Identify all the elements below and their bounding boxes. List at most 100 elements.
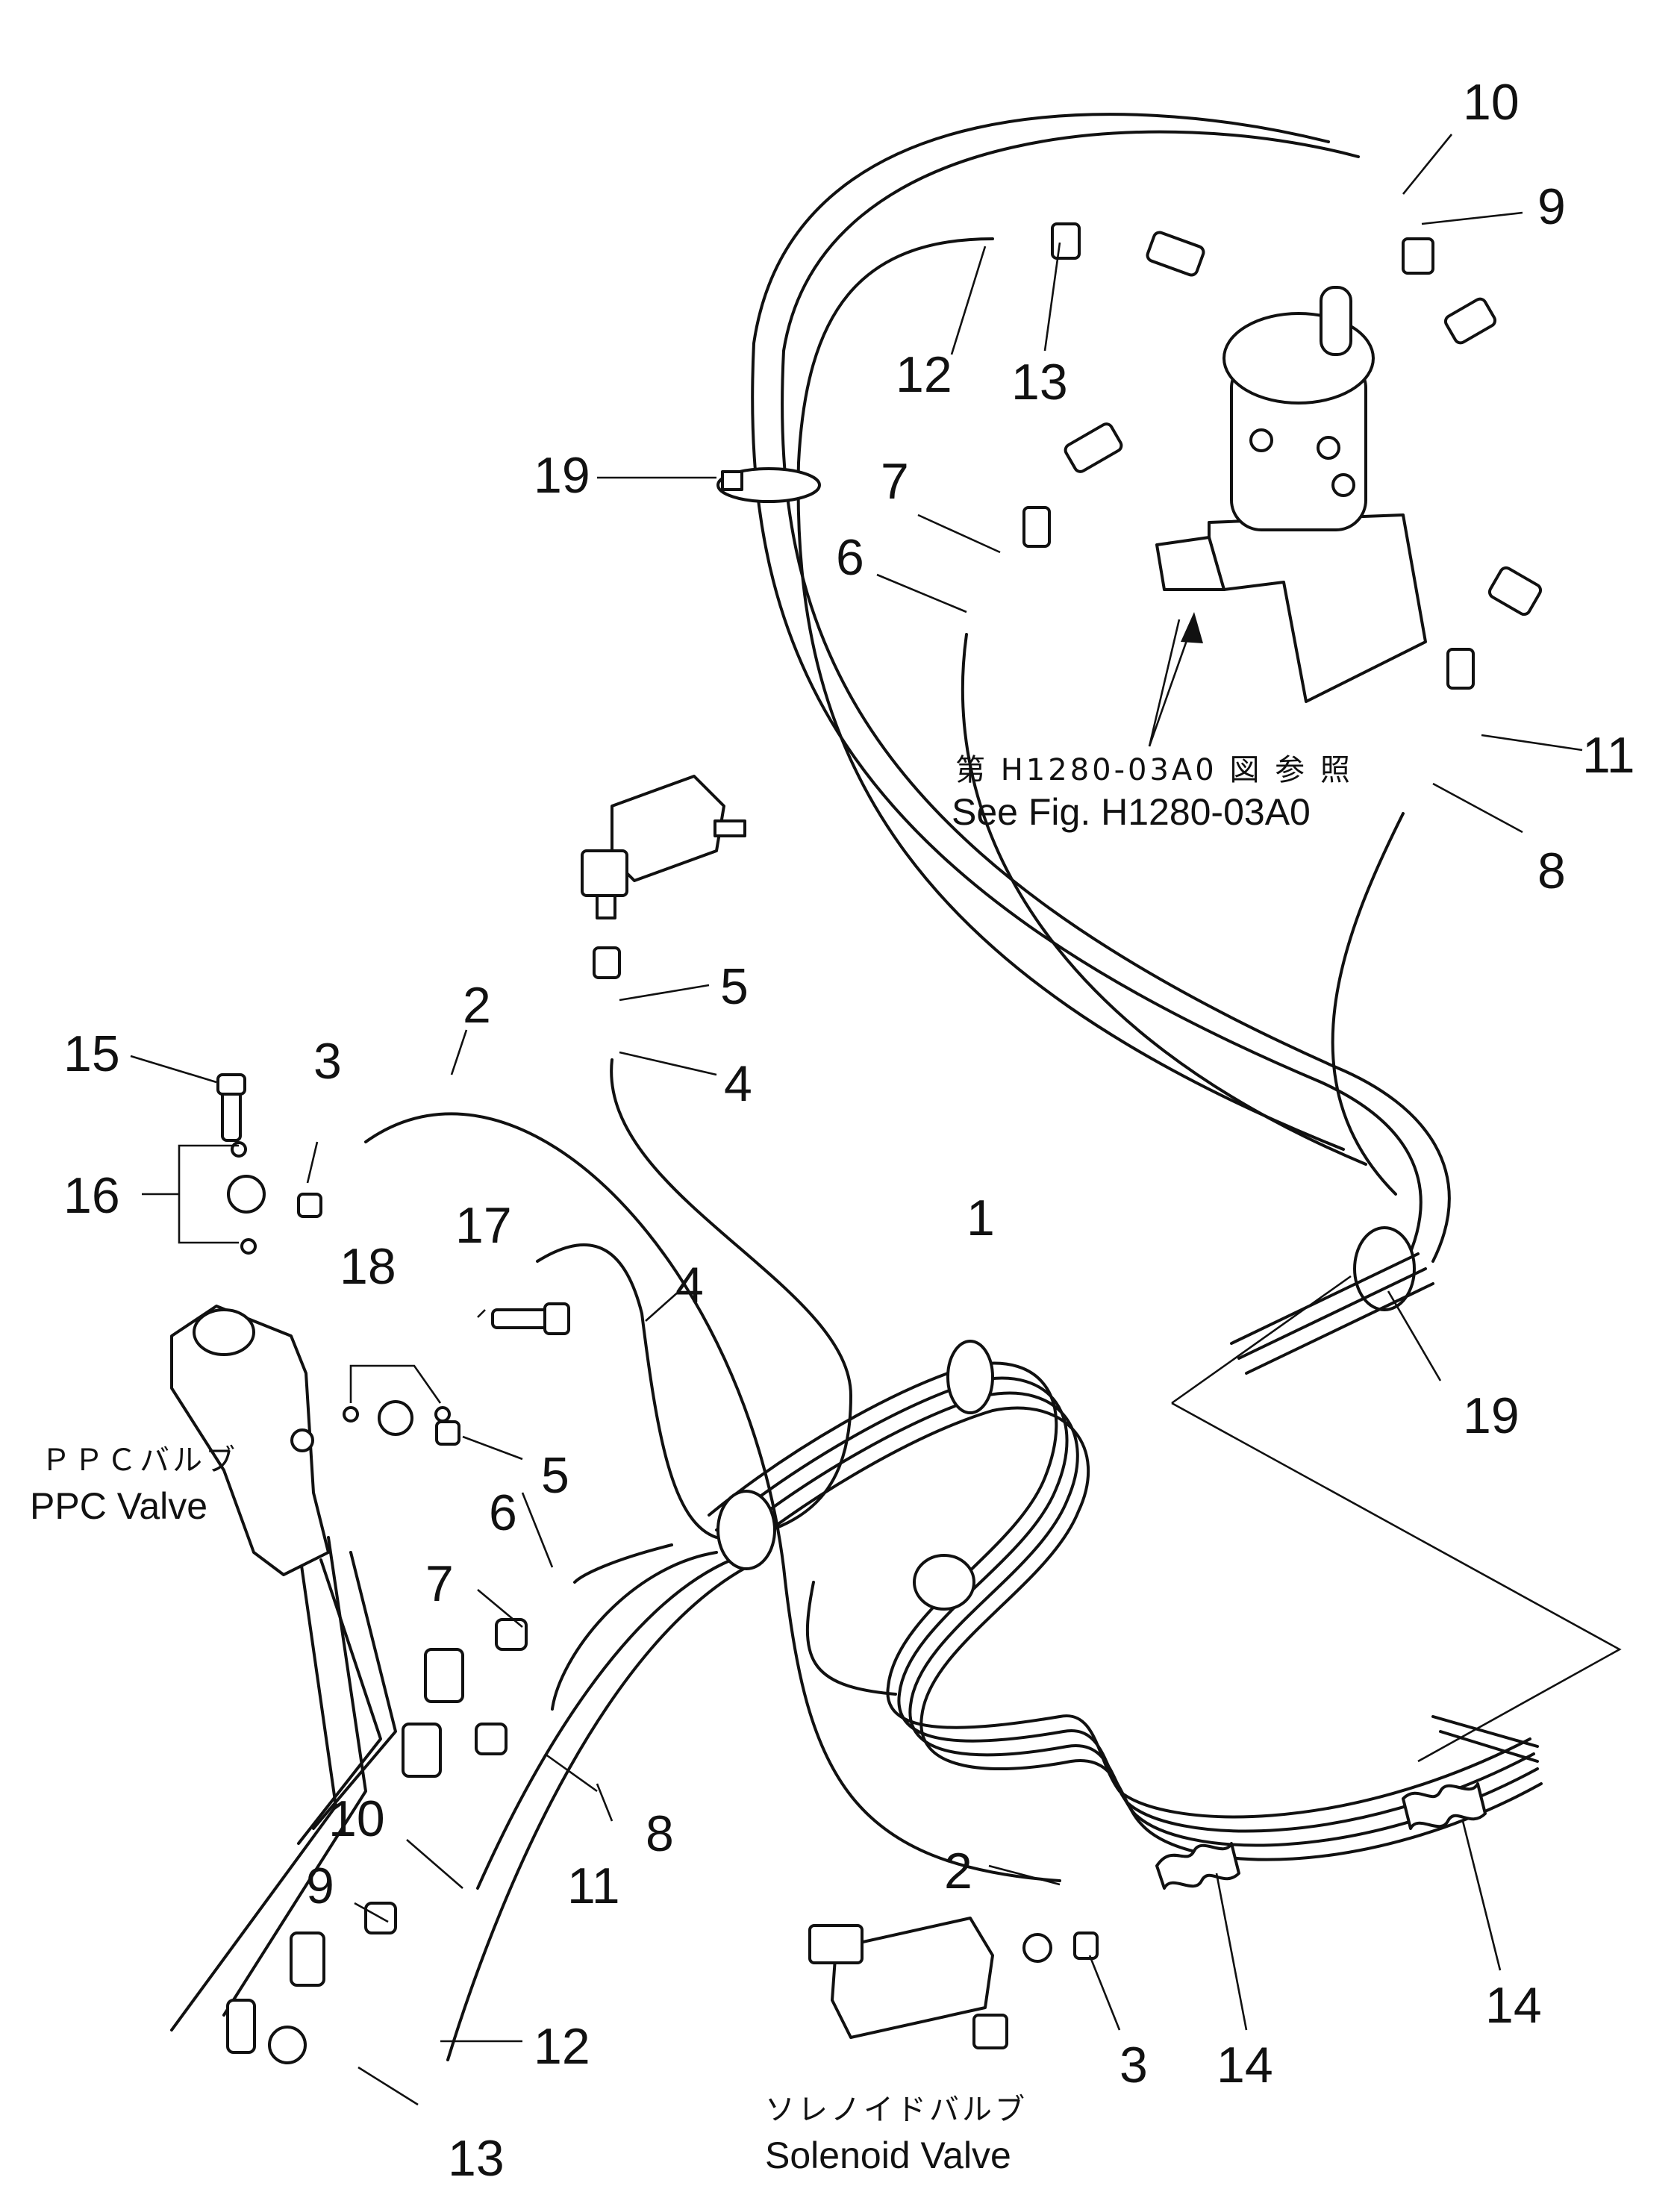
hose-12-route [796, 237, 1345, 1151]
leader-lines [130, 134, 1622, 2106]
oring-18-b [434, 1406, 451, 1423]
clip-14-center [1155, 1842, 1240, 1890]
caption-ppc-en: PPC Valve [30, 1485, 207, 1527]
fitting-5-lower [435, 1420, 460, 1446]
hose-fittings [227, 222, 1475, 2064]
fitting-9-top [1402, 237, 1434, 275]
bottom-solenoid-nut [1022, 1933, 1052, 1963]
elbow-left-d [226, 1999, 256, 2054]
elbow-top-d [1487, 566, 1543, 616]
top-solenoid-stem [596, 894, 616, 919]
elbow-left-c [290, 1932, 325, 1987]
label-part-14-right: 14 [1485, 1977, 1542, 2034]
valve-port-b [1317, 436, 1340, 460]
pilot-control-valve [1155, 286, 1427, 703]
clamp-band-right [1431, 1715, 1539, 1763]
label-part-6-mid: 6 [489, 1484, 517, 1541]
label-part-7-top: 7 [881, 453, 909, 510]
clamps [716, 467, 1539, 1763]
hose-4-route [610, 1058, 852, 1539]
oring-16-bottom [240, 1238, 257, 1255]
elbow-left-a [424, 1648, 464, 1703]
hose-11-route [551, 1551, 718, 1711]
label-part-19-top: 19 [534, 447, 590, 504]
ppc-hose-left-c [312, 1551, 397, 1830]
label-part-9-top: 9 [1537, 178, 1566, 235]
part-number-labels: 10 9 12 13 19 7 6 11 8 5 4 2 15 3 16 17 … [63, 74, 1635, 2186]
clamp-band-top [946, 1340, 994, 1414]
clamp-band-lower [913, 1554, 975, 1611]
hose-8-route [1331, 812, 1405, 1196]
label-part-3-lower: 3 [1120, 2037, 1148, 2093]
hose-10-route [751, 113, 1423, 1270]
bolt-15-head [216, 1073, 246, 1096]
label-part-5-top: 5 [720, 958, 749, 1015]
label-part-5-mid: 5 [541, 1447, 569, 1504]
fitting-11-lower [475, 1723, 508, 1755]
hose-1-bundle-a [708, 1361, 1531, 1819]
fitting-7-lower [495, 1618, 528, 1651]
valve-port-a [1249, 428, 1273, 452]
top-solenoid-body [611, 775, 725, 882]
label-part-13-bottom: 13 [448, 2130, 505, 2186]
label-part-17: 17 [455, 1197, 512, 1254]
label-part-2-upper: 2 [463, 977, 491, 1034]
label-part-10-mid: 10 [328, 1790, 385, 1847]
bottom-solenoid-body [831, 1917, 994, 2039]
caption-solenoid-en: Solenoid Valve [765, 2135, 1011, 2176]
clamp-19-lower-band [1230, 1252, 1434, 1375]
top-solenoid-nut [593, 946, 621, 979]
fitting-7-top [1022, 506, 1051, 548]
hose-1-bundle-c [722, 1391, 1539, 1847]
valve-lever [1320, 286, 1352, 356]
bottom-solenoid-connector [972, 2014, 1008, 2049]
hose-5-route [536, 1243, 718, 1539]
label-part-14-center: 14 [1217, 2037, 1273, 2093]
clips-14 [1155, 1782, 1487, 1890]
fitting-banjo-bottom [268, 2026, 307, 2064]
fitting-13-top [1051, 222, 1081, 260]
hose-7-route [573, 1543, 673, 1584]
label-part-10-top: 10 [1463, 74, 1520, 131]
label-part-1: 1 [967, 1190, 995, 1246]
elbow-fittings [226, 231, 1543, 2054]
label-part-8-mid: 8 [646, 1805, 674, 1862]
label-part-4-top: 4 [724, 1055, 752, 1112]
top-solenoid-coil [581, 849, 628, 897]
clamp-19-upper-tab [721, 470, 743, 491]
ppc-hose-left-d [297, 1558, 382, 1845]
label-part-9-mid: 9 [306, 1858, 334, 1914]
ppc-valve [170, 1305, 330, 1576]
label-part-15: 15 [63, 1025, 120, 1082]
ppc-valve-body [170, 1305, 330, 1576]
label-part-6-top: 6 [836, 529, 864, 586]
label-part-16: 16 [63, 1167, 120, 1224]
label-part-3-upper: 3 [313, 1033, 342, 1090]
label-part-7-mid: 7 [425, 1555, 454, 1612]
label-part-19-lower: 19 [1463, 1387, 1520, 1444]
top-solenoid-valve [581, 775, 746, 979]
reference-arrowhead [1181, 612, 1203, 643]
valve-bracket [1208, 513, 1427, 703]
top-solenoid-fitting [713, 819, 746, 837]
caption-reference-en: See Fig. H1280-03A0 [952, 791, 1311, 833]
label-part-11-mid: 11 [567, 1858, 620, 1914]
hose-2-route [364, 1112, 1061, 1882]
valve-bracket-fold [1155, 536, 1225, 591]
bolts-orings [216, 1073, 570, 1423]
label-part-13-top: 13 [1011, 354, 1068, 410]
label-part-8-top: 8 [1537, 843, 1566, 899]
valve-port-c [1331, 473, 1355, 497]
elbow-top-c [1064, 422, 1123, 473]
hose-10-route-inner [781, 130, 1451, 1263]
hose-3-lower [805, 1581, 897, 1696]
ppc-valve-boss [193, 1308, 255, 1356]
bottom-solenoid-coil [808, 1924, 864, 1964]
bottom-solenoid-valve [808, 1917, 1052, 2049]
elbow-top-b [1443, 297, 1497, 345]
caption-ppc-jp: ＰＰＣバルブ [41, 1443, 238, 1478]
label-part-4-mid: 4 [675, 1257, 704, 1314]
caption-reference-jp: 第 H1280-03A0 図 参 照 [955, 753, 1353, 787]
caption-solenoid-jp: ソレノイドバルブ [765, 2093, 1028, 2127]
